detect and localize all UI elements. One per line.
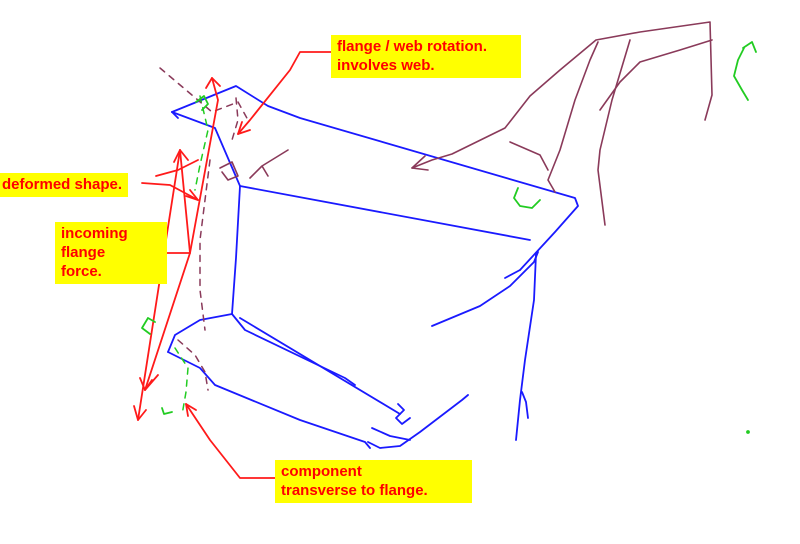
component-transverse-label: component transverse to flange. (275, 460, 472, 503)
beam-outline (167, 85, 579, 449)
deformed-shape-label: deformed shape. (0, 173, 129, 197)
dashed-guides (159, 67, 249, 416)
deformed-shape (219, 21, 713, 226)
flange-web-rotation-label: flange / web rotation. involves web. (331, 35, 521, 78)
rotation-marks (141, 41, 757, 434)
incoming-flange-force-label: incoming flange force. (55, 222, 167, 284)
